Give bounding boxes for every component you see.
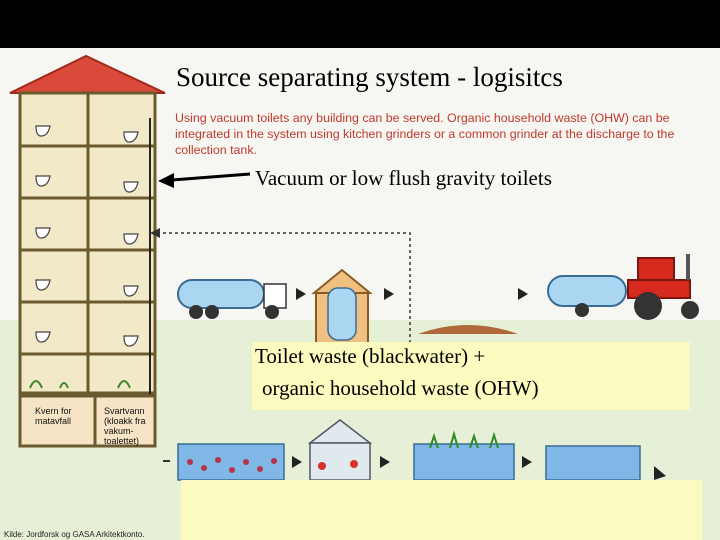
pointer-arrow: [158, 172, 251, 188]
waste-label-box: [252, 342, 690, 410]
flow-arrow-1: [296, 288, 306, 300]
grinder-legend: Kvern for matavfall: [35, 406, 72, 426]
treatment-row: [177, 419, 666, 481]
plant-icons: [29, 380, 131, 389]
flow-arrow-2: [384, 288, 394, 300]
tanker-truck: [177, 279, 287, 319]
waste-label-line1: Toilet waste (blackwater) +: [255, 344, 486, 368]
flow-arrow-3: [518, 288, 528, 300]
bottom-highlight-box: [181, 480, 702, 540]
blackwater-legend: Svartvann (kloakk fra vakum-toalettet): [104, 406, 146, 446]
dotted-route: [163, 232, 411, 343]
storage-silo: [311, 268, 373, 344]
apartment-building: [9, 54, 166, 448]
waste-label-line2: organic household waste (OHW): [262, 376, 539, 400]
toilet-icons: [35, 125, 139, 347]
building-basement: [18, 394, 157, 448]
tractor-with-tank: [547, 254, 699, 320]
slide-title: Source separating system - logisitcs: [176, 62, 563, 92]
slide-canvas: Source separating system - logisitcs Usi…: [0, 48, 720, 540]
toilets-label: Vacuum or low flush gravity toilets: [255, 166, 552, 190]
slide-description: Using vacuum toilets any building can be…: [175, 111, 675, 157]
field-application: [418, 325, 518, 334]
building-roof: [9, 54, 166, 94]
source-credit: Kilde: Jordforsk og GASA Arkitektkonto.: [4, 530, 145, 539]
